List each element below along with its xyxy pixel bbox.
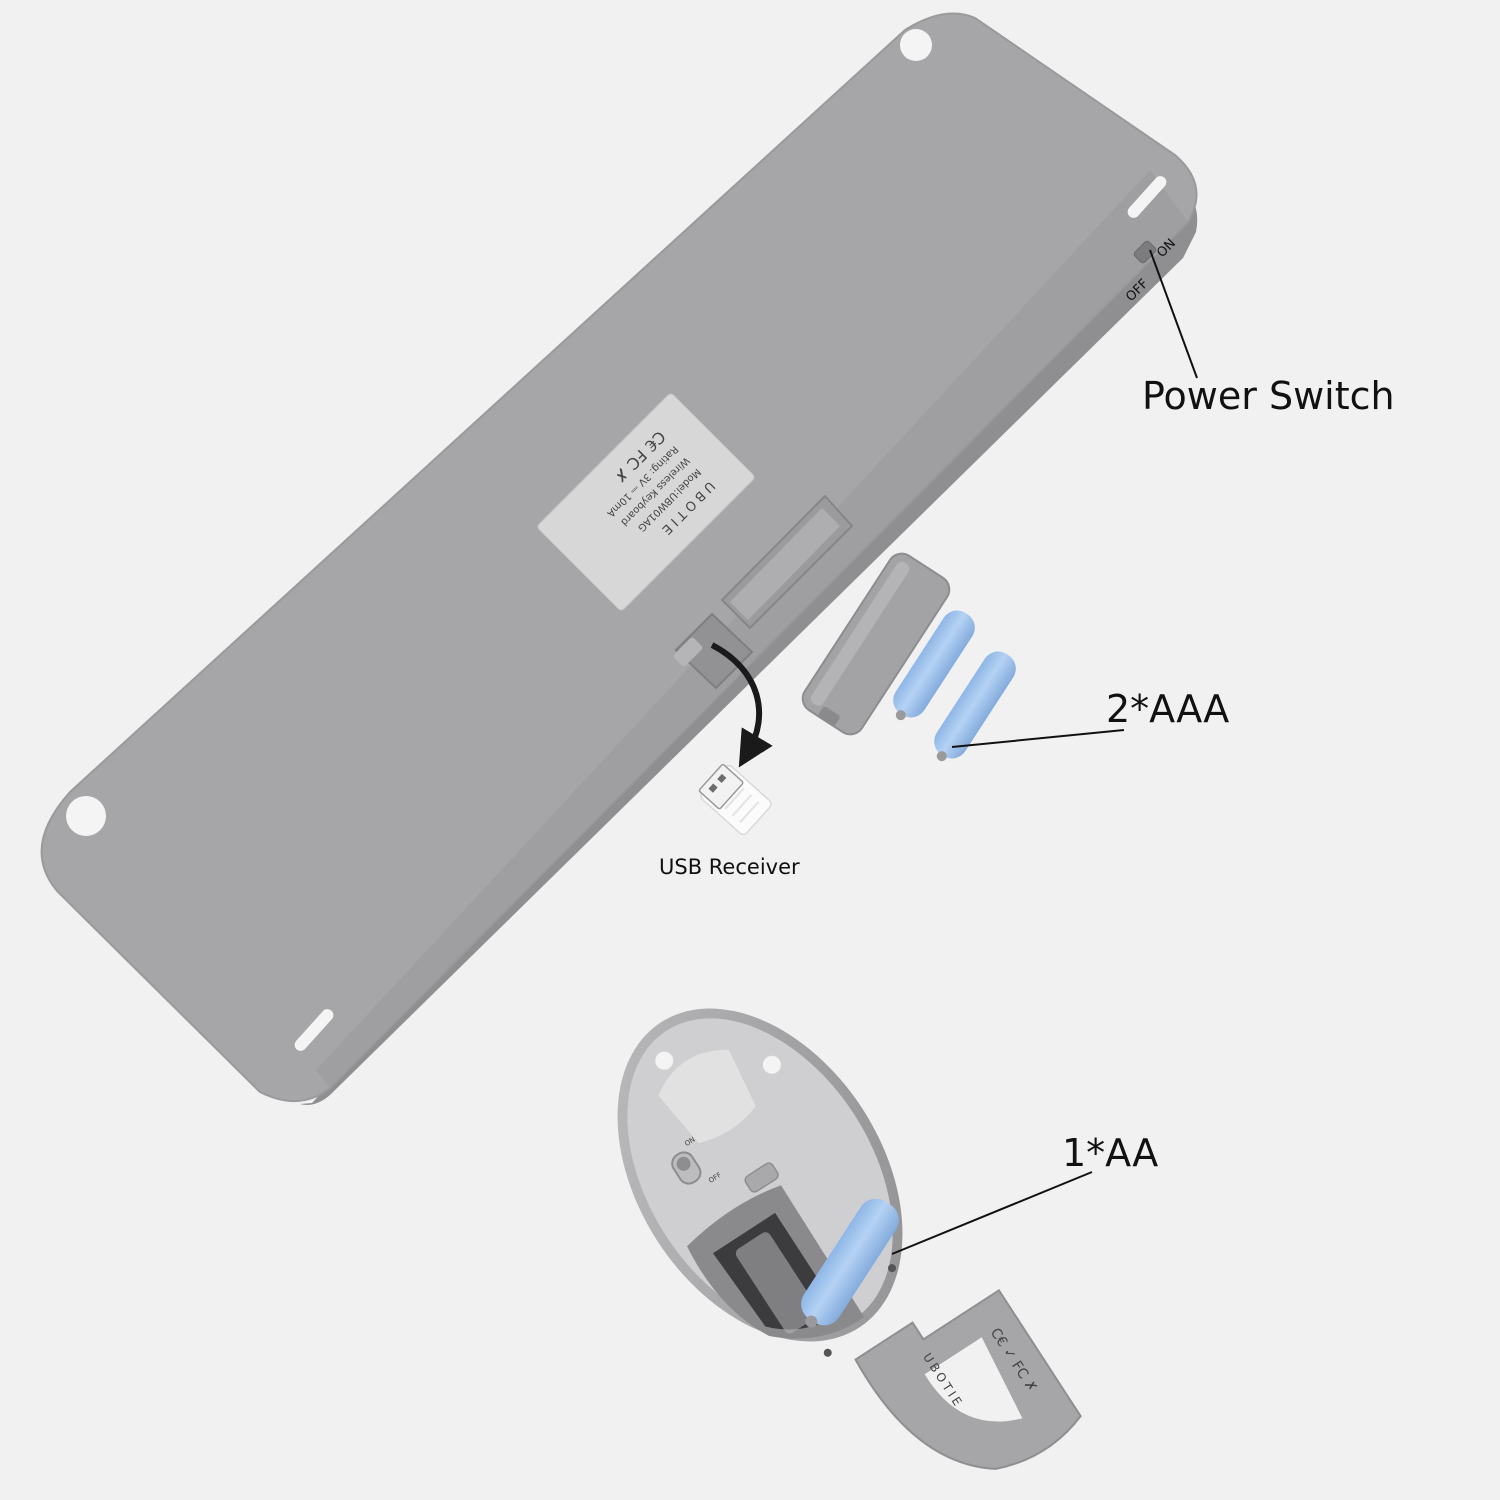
mouse-foot-top xyxy=(655,1051,674,1070)
receiver-arrow xyxy=(710,642,773,768)
aaa-battery-1 xyxy=(893,610,975,721)
keyboard-foot-top-round xyxy=(900,29,932,61)
power-switch-leader xyxy=(1149,249,1198,379)
mouse-power-switch[interactable]: ON OFF xyxy=(664,1134,723,1198)
keyboard-foot-bottom-slot xyxy=(294,1009,334,1051)
aa-battery xyxy=(801,1198,899,1328)
keyboard-battery-cover xyxy=(801,552,951,736)
power-switch-label: Power Switch xyxy=(1142,374,1395,418)
power-switch-slider[interactable] xyxy=(1133,240,1157,264)
keyboard-foot-top-slot xyxy=(1127,176,1167,218)
mouse-glide-pad xyxy=(658,1049,756,1144)
aaa-battery-2 xyxy=(934,651,1016,762)
usb-receiver-label: USB Receiver xyxy=(659,855,800,879)
mouse-sensor xyxy=(744,1162,779,1193)
aaa-leader xyxy=(951,729,1125,748)
mouse-foot-right xyxy=(762,1055,781,1074)
receiver-storage-slot xyxy=(674,612,754,690)
keyboard-foot-bottom-round xyxy=(66,796,106,836)
usb-receiver-icon xyxy=(698,763,772,836)
keyboard-bottom: UBOTIE Model:UBW01AG Wireless Keyboard R… xyxy=(40,12,1198,1105)
mouse-battery-cover: UBOTIE C€ ✓ FC ✗ xyxy=(854,1288,1082,1470)
aaa-battery-label: 2*AAA xyxy=(1106,687,1229,731)
aa-battery-label: 1*AA xyxy=(1062,1131,1158,1175)
aa-leader xyxy=(891,1171,1093,1255)
